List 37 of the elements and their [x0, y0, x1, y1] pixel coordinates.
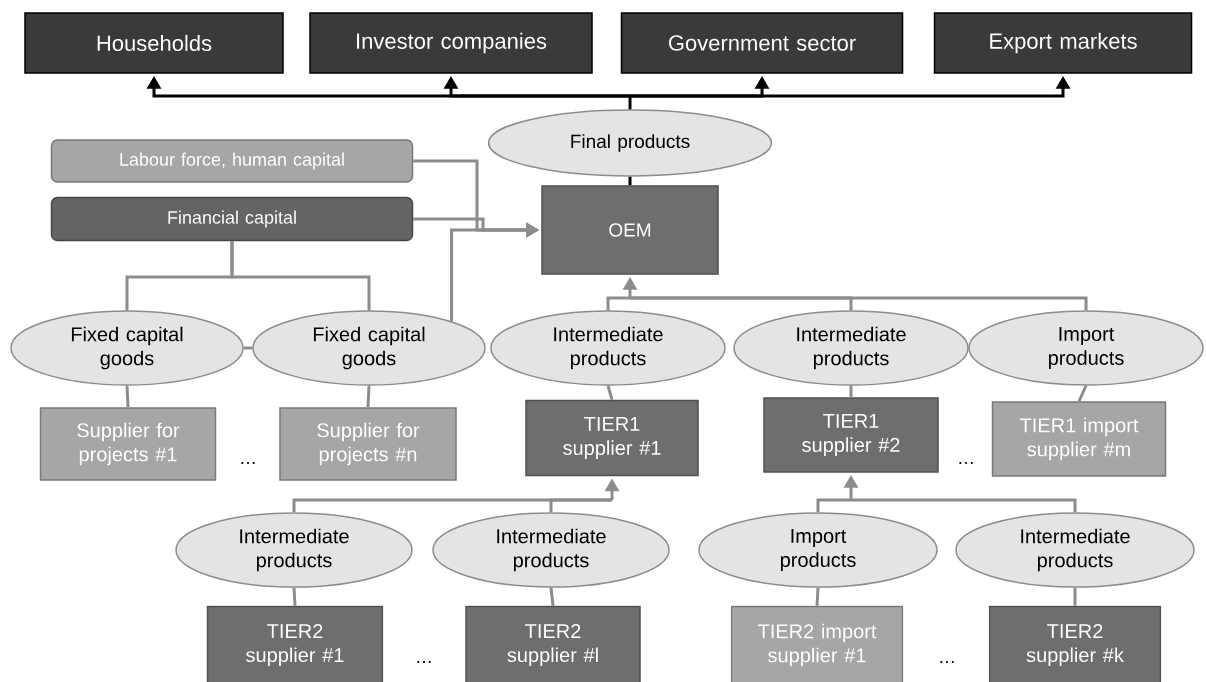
input-box: Financial capital	[50, 196, 414, 242]
connector-line	[366, 385, 371, 408]
process-box: TIER2 supplier #k	[988, 605, 1162, 682]
connector-line	[125, 385, 130, 408]
process-box: Export markets	[933, 12, 1193, 74]
connector-line	[1077, 385, 1088, 402]
process-box: Households	[24, 12, 284, 74]
connector-line	[1073, 587, 1077, 606]
process-box: Government sector	[620, 12, 904, 74]
process-box: TIER2 supplier #l	[465, 605, 641, 682]
input-box: Labour force, human capital	[50, 139, 414, 183]
connector-line	[849, 385, 853, 398]
process-box: TIER1 supplier #1	[525, 399, 699, 477]
ellipsis-text: …	[940, 661, 954, 663]
connector-line	[816, 498, 851, 513]
process-box: TIER1 supplier #2	[763, 397, 939, 473]
process-box: Supplier for projects #1	[39, 407, 217, 481]
connector-line	[230, 241, 371, 311]
connector-line	[549, 587, 555, 606]
connector-line	[815, 587, 820, 606]
process-box: Investor companies	[309, 12, 593, 74]
process-box: TIER2 import supplier #1	[730, 605, 904, 682]
ellipsis-text: …	[241, 462, 255, 464]
connector-line	[630, 296, 1088, 311]
process-box: TIER2 supplier #1	[206, 605, 384, 682]
ellipsis-text: …	[959, 462, 973, 464]
connector-line	[606, 296, 630, 311]
connector-line	[549, 498, 612, 513]
connector-line	[606, 385, 614, 401]
process-box: OEM	[541, 185, 719, 275]
connector-line	[292, 587, 297, 606]
connector-line	[243, 346, 253, 350]
connector-line	[851, 498, 1077, 513]
process-box: TIER1 import supplier #m	[991, 401, 1167, 477]
ellipsis-text: …	[417, 661, 431, 663]
connector-line	[628, 176, 632, 186]
process-box: Supplier for projects #n	[279, 407, 457, 481]
